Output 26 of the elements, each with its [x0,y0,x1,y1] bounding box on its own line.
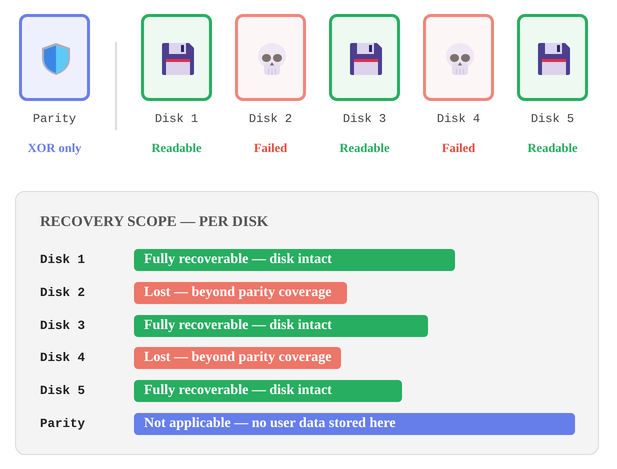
recovery-panel [15,191,599,455]
recovery-bar: Fully recoverable — disk intact [134,380,402,402]
row-label: Parity [40,416,86,433]
panel-heading: RECOVERY SCOPE — PER DISK [40,213,268,231]
recovery-bar: Fully recoverable — disk intact [134,314,428,337]
row-label: Disk 3 [40,318,86,335]
row-label: Disk 1 [40,252,86,269]
recovery-bar: Fully recoverable — disk intact [134,249,455,271]
row-label: Disk 5 [40,383,86,400]
disk-name: Parity [32,111,76,127]
disk-name: Disk 3 [342,111,386,127]
status-label: Readable [528,140,578,156]
status-label: XOR only [28,140,82,156]
disk-name: Disk 2 [248,111,292,127]
disk-name: Disk 1 [154,111,198,127]
row-label: Disk 4 [40,350,86,368]
row-label: Disk 2 [40,284,86,302]
recovery-bar: Lost — beyond parity coverage [134,347,341,370]
status-label: Readable [152,140,202,156]
status-label: Failed [254,140,288,156]
recovery-bar: Not applicable — no user data stored here [134,413,575,435]
status-label: Readable [340,140,390,156]
disk-name: Disk 5 [530,111,574,127]
recovery-bar: Lost — beyond parity coverage [134,282,347,304]
disk-name: Disk 4 [436,111,480,127]
status-label: Failed [442,140,476,156]
